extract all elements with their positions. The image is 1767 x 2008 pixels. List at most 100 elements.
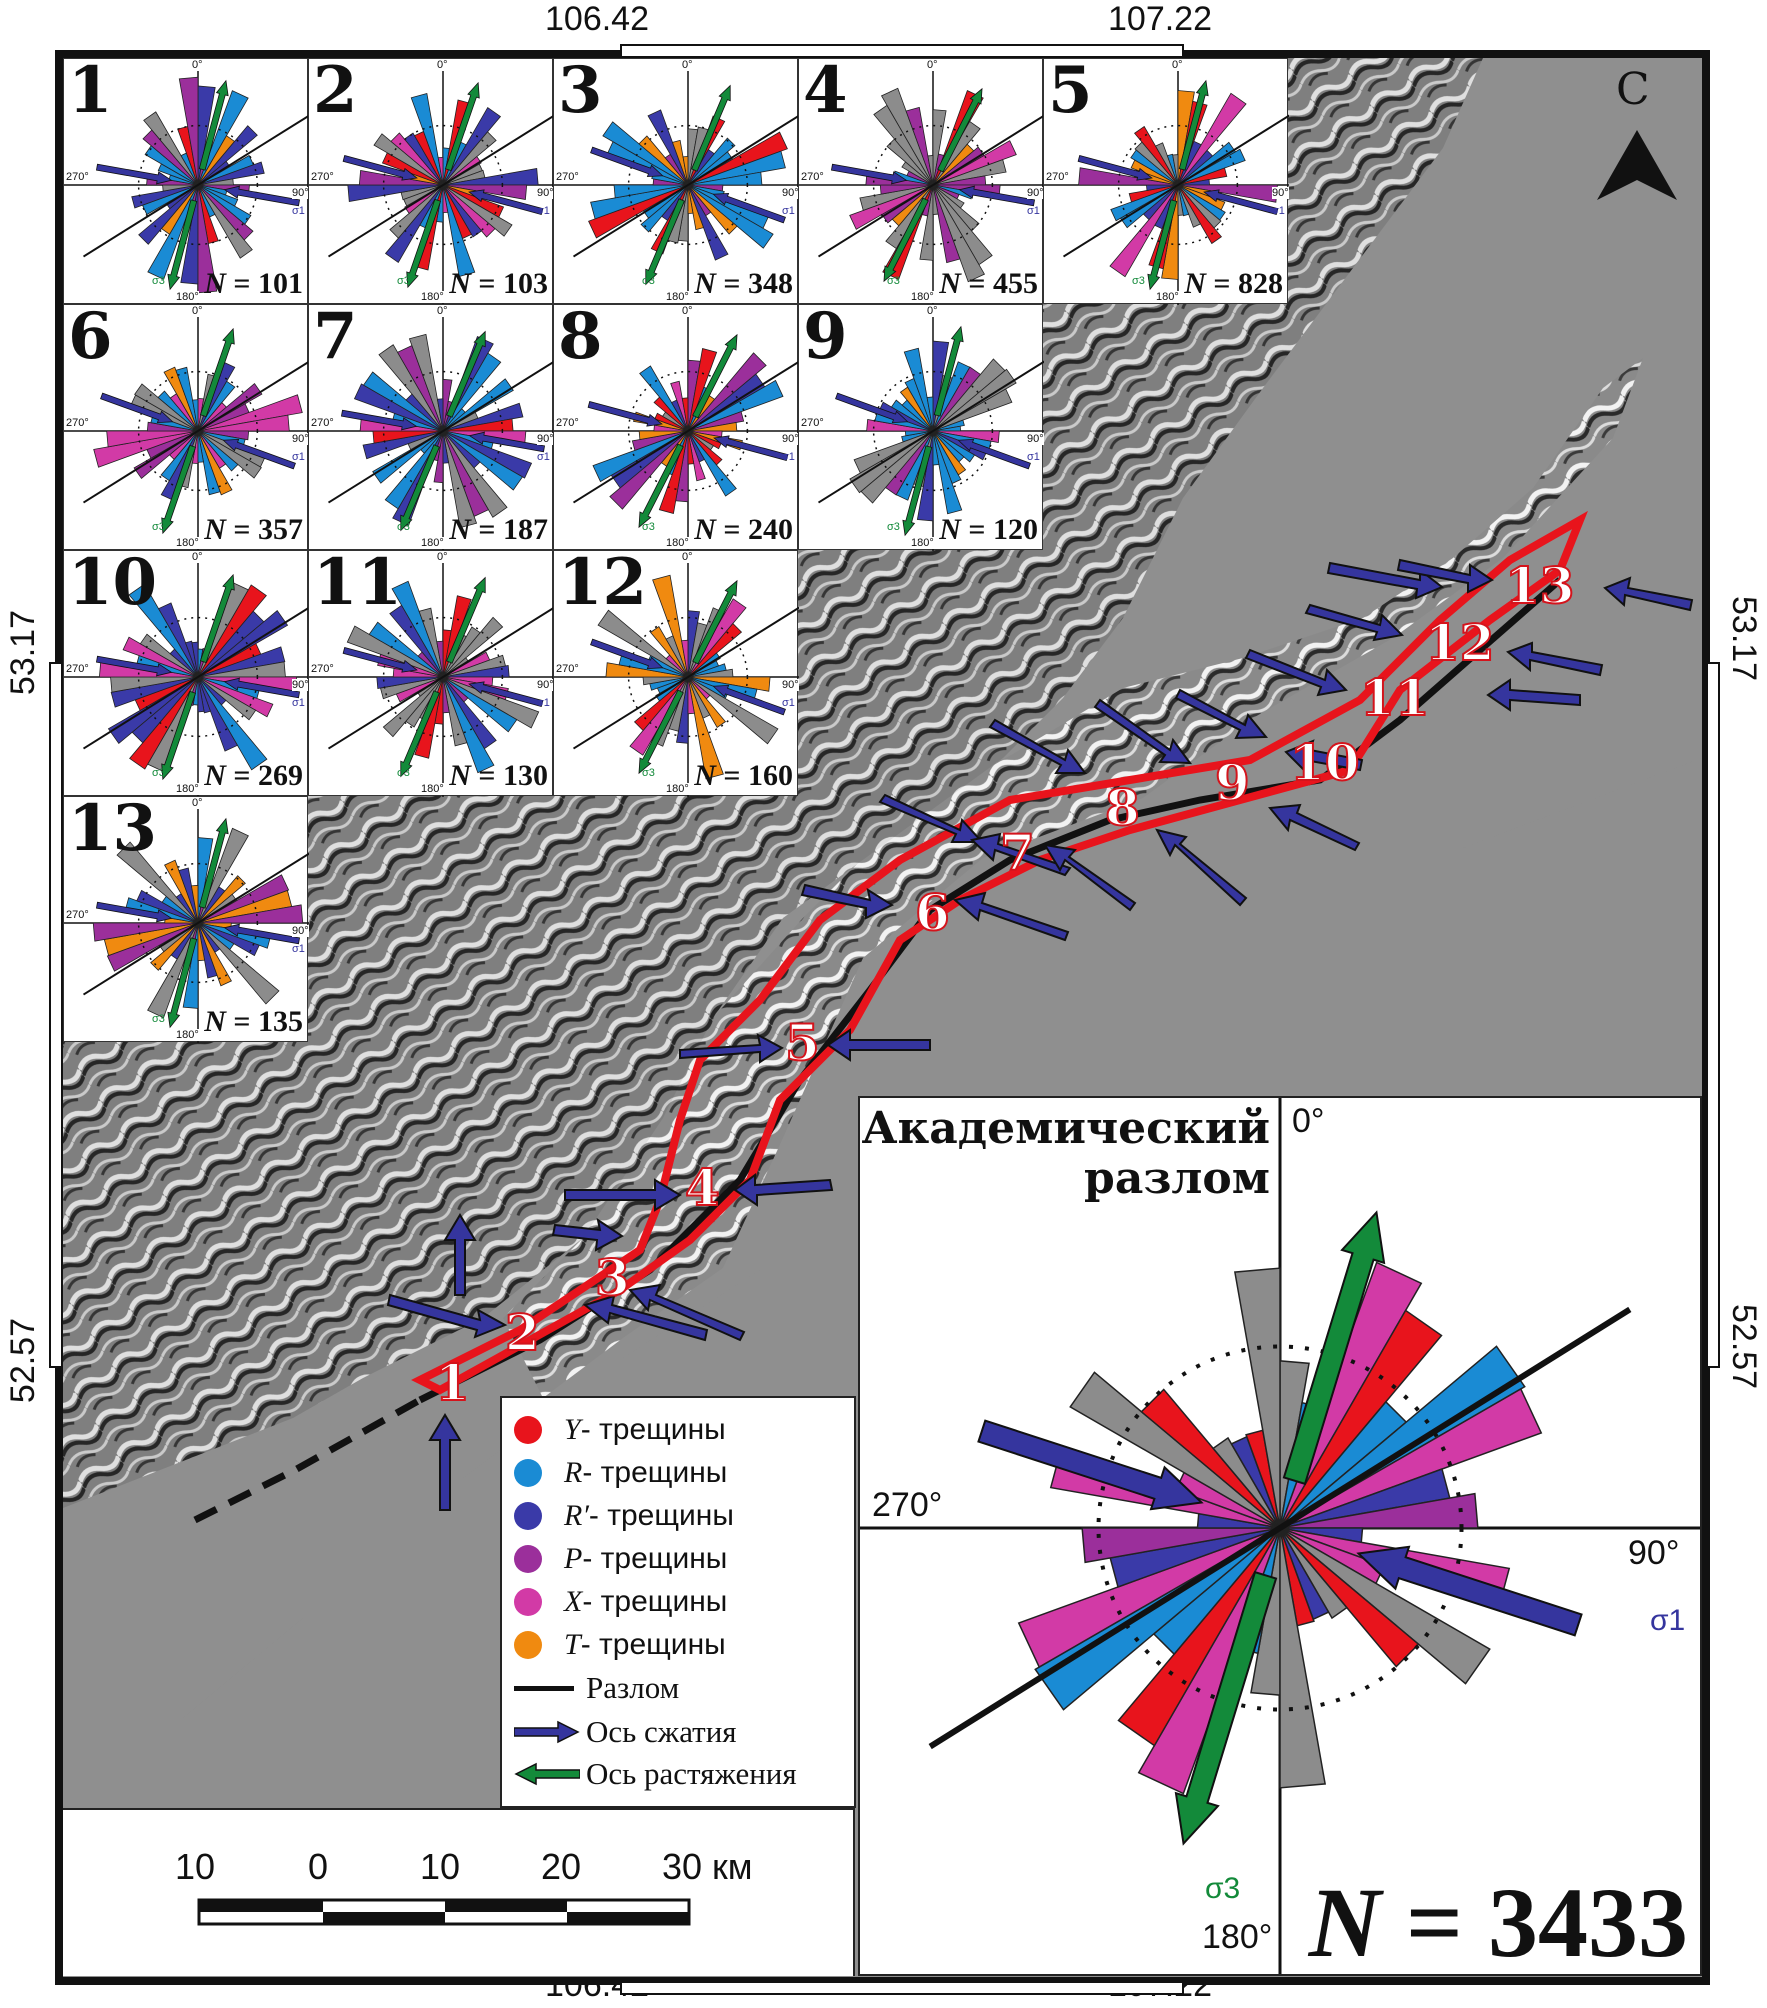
rose-petal bbox=[1109, 184, 1179, 278]
scale-bar-graphic bbox=[197, 1898, 691, 1926]
rose-petal bbox=[436, 398, 444, 432]
sigma3-arrow bbox=[161, 690, 197, 781]
title-line: Академический bbox=[861, 1103, 1270, 1154]
segment-label: 3 bbox=[595, 1248, 630, 1307]
rose-petal bbox=[1172, 154, 1179, 186]
rose-fault-line bbox=[817, 360, 1044, 504]
rose-petal bbox=[442, 430, 478, 529]
sigma3-label: σ3 bbox=[1205, 1872, 1241, 1905]
rose-petal bbox=[190, 884, 199, 924]
rose-petal bbox=[652, 574, 689, 678]
rose-label-west: 270° bbox=[311, 663, 334, 675]
rose-label-north: 0° bbox=[192, 59, 203, 71]
n-symbol: N bbox=[694, 267, 716, 300]
rose-petal bbox=[147, 922, 199, 1019]
rose-label-east: 90° bbox=[782, 679, 799, 691]
segment-label: 9 bbox=[1215, 753, 1250, 812]
rose-petal bbox=[143, 111, 199, 186]
legend-label: - трещины bbox=[582, 1585, 728, 1618]
legend-label: Разлом bbox=[586, 1670, 680, 1705]
sigma3-arrow bbox=[1147, 199, 1178, 291]
panel-count: N = 135 bbox=[204, 1005, 303, 1039]
legend-label: - трещины bbox=[580, 1413, 726, 1446]
sigma1-arrow bbox=[468, 431, 546, 453]
sigma3-arrow bbox=[446, 330, 486, 418]
main-rose-diagram bbox=[860, 1098, 1700, 1974]
rose-label-west: 270° bbox=[1046, 171, 1069, 183]
n-symbol: N bbox=[1308, 1867, 1382, 1978]
rose-label-west: 270° bbox=[311, 417, 334, 429]
rose-petal bbox=[408, 333, 444, 432]
rose-petal bbox=[1081, 1527, 1281, 1564]
rose-petal bbox=[384, 430, 444, 510]
rose-label-north: 0° bbox=[192, 551, 203, 563]
rose-petal bbox=[853, 430, 934, 474]
rose-label-east: 90° bbox=[292, 187, 309, 199]
rose-petal bbox=[905, 106, 934, 186]
rose-label-south: 180° bbox=[176, 1029, 199, 1041]
n-value: = 357 bbox=[225, 513, 303, 546]
north-label: С bbox=[1616, 64, 1650, 115]
legend-item-compression: Ось сжатия bbox=[514, 1712, 737, 1752]
sigma3-arrow bbox=[400, 444, 440, 532]
n-symbol: N bbox=[694, 513, 716, 546]
rose-diagram bbox=[799, 305, 1044, 551]
rose-diagram bbox=[554, 551, 799, 797]
rose-label-north: 0° bbox=[927, 305, 938, 317]
sigma1-arrow bbox=[1203, 189, 1279, 215]
rose-label-north: 0° bbox=[682, 551, 693, 563]
n-symbol: N bbox=[204, 1005, 226, 1038]
n-value: = 101 bbox=[225, 267, 303, 300]
rose-petal bbox=[116, 841, 199, 924]
scale-bar: 10 0 10 20 30 км bbox=[63, 1808, 855, 1976]
rose-label-west: 270° bbox=[66, 663, 89, 675]
fault-dashed bbox=[193, 1396, 422, 1524]
sigma3-arrow bbox=[638, 443, 684, 529]
rose-petal bbox=[932, 184, 961, 264]
sigma1-arrow bbox=[95, 163, 173, 185]
rose-petal bbox=[442, 430, 450, 464]
rose-petal bbox=[442, 616, 504, 678]
frame-tick-top bbox=[620, 44, 1184, 58]
n-value: = 455 bbox=[960, 267, 1038, 300]
rose-petal bbox=[138, 184, 199, 245]
n-symbol: N bbox=[449, 759, 471, 792]
coord-top-right: 107.22 bbox=[1108, 0, 1212, 38]
rose-label-south: 180° bbox=[421, 537, 444, 549]
rose-petal bbox=[932, 184, 939, 215]
rose-petal bbox=[197, 676, 239, 752]
label-90: 90° bbox=[1624, 1534, 1684, 1573]
rose-petal bbox=[926, 396, 934, 432]
sigma1-label: σ1 bbox=[292, 697, 305, 709]
rose-fault-line bbox=[82, 360, 309, 504]
rose-label-east: 90° bbox=[1027, 187, 1044, 199]
n-symbol: N bbox=[939, 267, 961, 300]
sigma1-arrow bbox=[223, 923, 301, 945]
rose-diagram bbox=[799, 59, 1044, 305]
sigma1-label: σ1 bbox=[1027, 451, 1040, 463]
rose-label-east: 90° bbox=[292, 679, 309, 691]
segment-label: 1 bbox=[435, 1353, 470, 1412]
compression-arrows bbox=[386, 558, 1694, 1511]
rose-reference-circle bbox=[1117, 124, 1239, 246]
legend-label: Ось растяжения bbox=[586, 1756, 797, 1791]
rose-petal bbox=[1279, 1527, 1327, 1789]
sigma3-arrow bbox=[406, 198, 442, 289]
sigma1-arrow bbox=[958, 185, 1036, 207]
rose-label-east: 90° bbox=[1027, 433, 1044, 445]
sigma1-arrow bbox=[830, 163, 908, 185]
rose-fault-line bbox=[572, 606, 799, 750]
rose-diagram bbox=[64, 551, 309, 797]
sigma1-arrow bbox=[957, 438, 1031, 470]
panel-number: 7 bbox=[313, 299, 358, 374]
sigma3-label: σ3 bbox=[152, 275, 165, 287]
legend-label: - трещины bbox=[582, 1456, 728, 1489]
fault-line-icon bbox=[514, 1685, 574, 1691]
n-value: = 135 bbox=[225, 1005, 303, 1038]
rose-fault-line bbox=[82, 852, 309, 996]
rose-petal bbox=[681, 397, 689, 432]
scale-label: 0 bbox=[308, 1846, 329, 1887]
sigma1-arrow bbox=[342, 155, 418, 181]
